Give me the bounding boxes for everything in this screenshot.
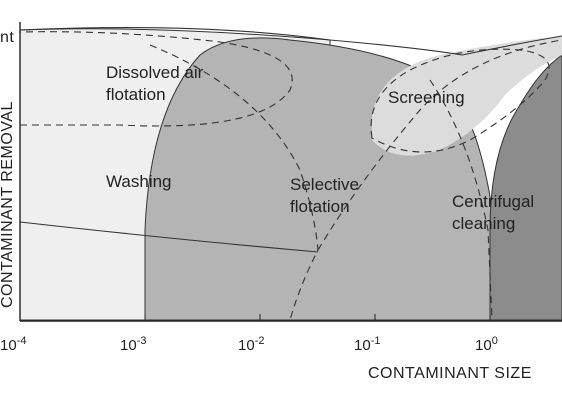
x-tick-label: 10-1 — [354, 335, 380, 354]
y-axis-top-fragment: nt — [0, 29, 14, 46]
centrifugal-boundary — [429, 79, 493, 321]
x-tick-label: 10-3 — [120, 335, 146, 354]
top-boundary — [19, 27, 562, 56]
washing-lower-boundary — [19, 221, 319, 253]
selective-flotation-label-2: flotation — [290, 197, 350, 216]
x-axis-title: CONTAMINANT SIZE — [368, 365, 532, 382]
dissolved-air-label-2: flotation — [106, 85, 166, 104]
y-axis-title: CONTAMINANT REMOVAL — [0, 101, 16, 308]
screening-label: Screening — [388, 88, 465, 107]
selective-flotation-boundary-2 — [317, 39, 562, 251]
screening-boundary — [370, 48, 550, 153]
x-tick-label: 10-4 — [0, 335, 26, 354]
screening-region — [372, 36, 562, 156]
dissolved-air-boundary — [19, 31, 293, 127]
selective-flotation-label: Selective — [290, 175, 359, 194]
x-tick-label: 100 — [475, 335, 498, 354]
x-tick-label: 10-2 — [238, 335, 264, 354]
centrifugal-label: Centrifugal — [452, 192, 534, 211]
dissolved-air-label: Dissolved air — [106, 63, 204, 82]
washing-label: Washing — [106, 172, 172, 191]
selective-flotation-boundary — [149, 44, 319, 321]
centrifugal-label-2: cleaning — [452, 214, 515, 233]
